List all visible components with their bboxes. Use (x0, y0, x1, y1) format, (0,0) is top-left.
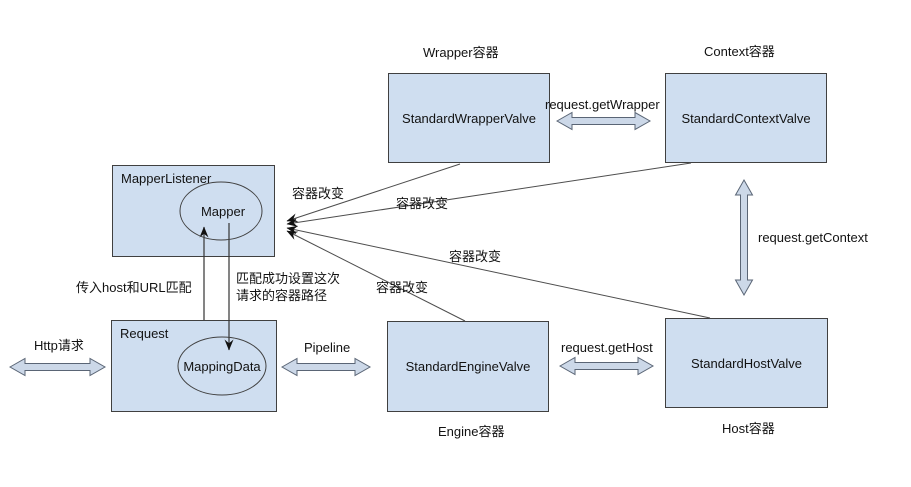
http-double-arrow (8, 357, 107, 377)
get-wrapper-double-arrow (555, 111, 652, 131)
mapper-listener-label: MapperListener (121, 171, 212, 186)
match-success-line-2: 请求的容器路径 (236, 288, 328, 303)
pipeline-label: Pipeline (304, 340, 351, 355)
line-host-to-mapper-container-change (286, 225, 711, 319)
http-request-label: Http请求 (34, 338, 84, 353)
caption-context-container: Context容器 (704, 44, 775, 59)
get-context-double-arrow (734, 178, 754, 297)
standard-host-valve-label: StandardHostValve (690, 355, 803, 371)
get-host-double-arrow (558, 356, 655, 376)
request-label: Request (120, 326, 169, 341)
pipeline-double-arrow (280, 357, 372, 377)
box-standard-context-valve: StandardContextValve (665, 73, 827, 163)
container-change-label-4: 容器改变 (376, 280, 429, 295)
host-url-match-label: 传入host和URL匹配 (76, 280, 192, 295)
request-get-wrapper-label: request.getWrapper (545, 97, 660, 112)
standard-context-valve-label: StandardContextValve (681, 110, 811, 126)
line-context-to-mapper-container-change (286, 162, 692, 227)
mappingdata-ellipse-label: MappingData (183, 359, 261, 374)
caption-wrapper-container: Wrapper容器 (423, 45, 499, 60)
request-get-host-label: request.getHost (561, 340, 653, 355)
request-get-context-label: request.getContext (758, 230, 868, 245)
caption-host-container: Host容器 (722, 421, 775, 436)
box-standard-wrapper-valve: StandardWrapperValve (388, 73, 550, 163)
match-success-line-1: 匹配成功设置这次 (236, 271, 341, 286)
container-change-label-1: 容器改变 (292, 186, 345, 201)
caption-engine-container: Engine容器 (438, 424, 505, 439)
container-change-label-2: 容器改变 (396, 196, 449, 211)
box-standard-host-valve: StandardHostValve (665, 318, 828, 408)
match-success-label: 匹配成功设置这次 请求的容器路径 (236, 270, 340, 304)
standard-engine-valve-label: StandardEngineValve (405, 359, 531, 374)
container-change-label-3: 容器改变 (449, 249, 502, 264)
box-standard-engine-valve: StandardEngineValve (387, 321, 549, 412)
mapper-ellipse-label: Mapper (200, 204, 246, 219)
standard-wrapper-valve-label: StandardWrapperValve (402, 110, 536, 126)
